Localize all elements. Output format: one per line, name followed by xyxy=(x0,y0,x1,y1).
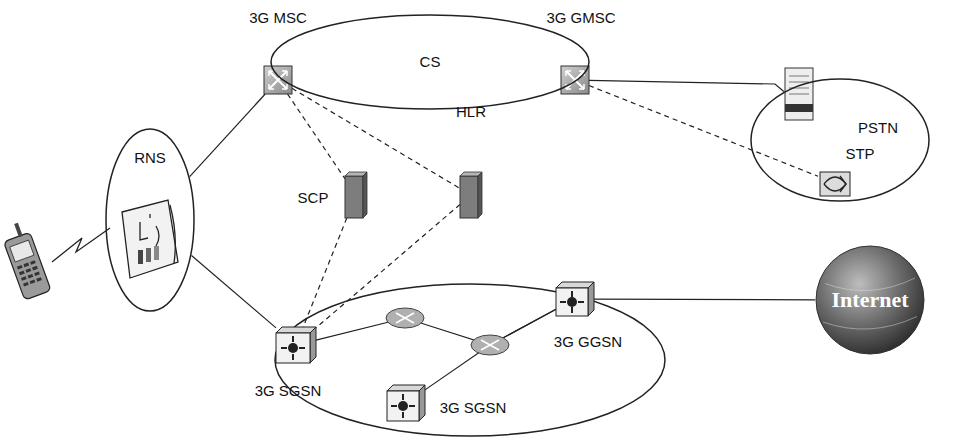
node-label: 3G GGSN xyxy=(552,333,624,352)
rns-ellipse: RNS xyxy=(105,128,195,312)
globe-texture xyxy=(823,278,917,329)
globe-fill xyxy=(816,246,924,354)
msc-node: 3G MSC xyxy=(264,66,292,94)
signalling-link xyxy=(292,88,460,188)
exchange-cabinet xyxy=(785,68,813,120)
signalling-link xyxy=(287,94,345,179)
mobile-phone xyxy=(0,220,51,300)
node-label: PSTN xyxy=(856,119,900,138)
scp-server-icon xyxy=(345,172,367,218)
transport-link xyxy=(589,80,784,91)
stp-icon xyxy=(820,172,850,196)
node-label: SCP xyxy=(296,189,331,208)
node-label: STP xyxy=(843,145,876,164)
transport-link xyxy=(425,309,556,390)
signalling-link xyxy=(303,218,347,327)
node-label: Internet xyxy=(830,287,911,313)
sgsn-router-icon xyxy=(276,327,316,363)
hlr-node: HLR xyxy=(460,172,482,218)
node-label: HLR xyxy=(454,103,488,122)
scp-node: SCP xyxy=(345,172,367,218)
backbone-router xyxy=(471,335,509,355)
pstn-ellipse: PSTN STP xyxy=(750,78,930,202)
ggsn-router-icon xyxy=(556,282,594,316)
ggsn-node: 3G GGSN xyxy=(556,282,594,316)
node-label: 3G SGSN xyxy=(438,399,509,418)
base-station xyxy=(122,200,178,278)
gmsc-switch-icon xyxy=(561,66,589,94)
radio-link xyxy=(52,228,110,262)
sgsn-node: 3G SGSN xyxy=(276,327,316,363)
cs-domain-ellipse: CS xyxy=(270,14,590,110)
node-label: 3G MSC xyxy=(247,9,309,28)
node-label: 3G SGSN xyxy=(253,382,324,401)
transport-link xyxy=(190,94,266,177)
hlr-server-icon xyxy=(460,172,482,218)
ellipse-outline xyxy=(271,15,589,109)
signalling-link xyxy=(589,86,818,177)
msc-switch-icon xyxy=(264,66,292,94)
node-label: CS xyxy=(418,53,443,72)
ps-domain-ellipse xyxy=(275,284,665,436)
sgsn-node: 3G SGSN xyxy=(387,385,425,421)
ellipse-outline xyxy=(106,129,194,311)
node-label: RNS xyxy=(132,149,168,168)
stp-node: STP xyxy=(818,168,852,198)
signalling-link xyxy=(316,204,460,327)
ellipse-outline xyxy=(750,78,930,202)
ellipse-outline xyxy=(751,79,929,201)
node-label: 3G GMSC xyxy=(544,9,617,28)
gmsc-node: 3G GMSC xyxy=(561,66,589,94)
internet-globe: Internet xyxy=(815,245,925,355)
transport-link xyxy=(594,298,815,300)
backbone-router xyxy=(386,308,424,328)
sgsn-router-icon xyxy=(387,385,425,421)
transport-link xyxy=(192,256,276,328)
transport-link xyxy=(316,309,556,345)
